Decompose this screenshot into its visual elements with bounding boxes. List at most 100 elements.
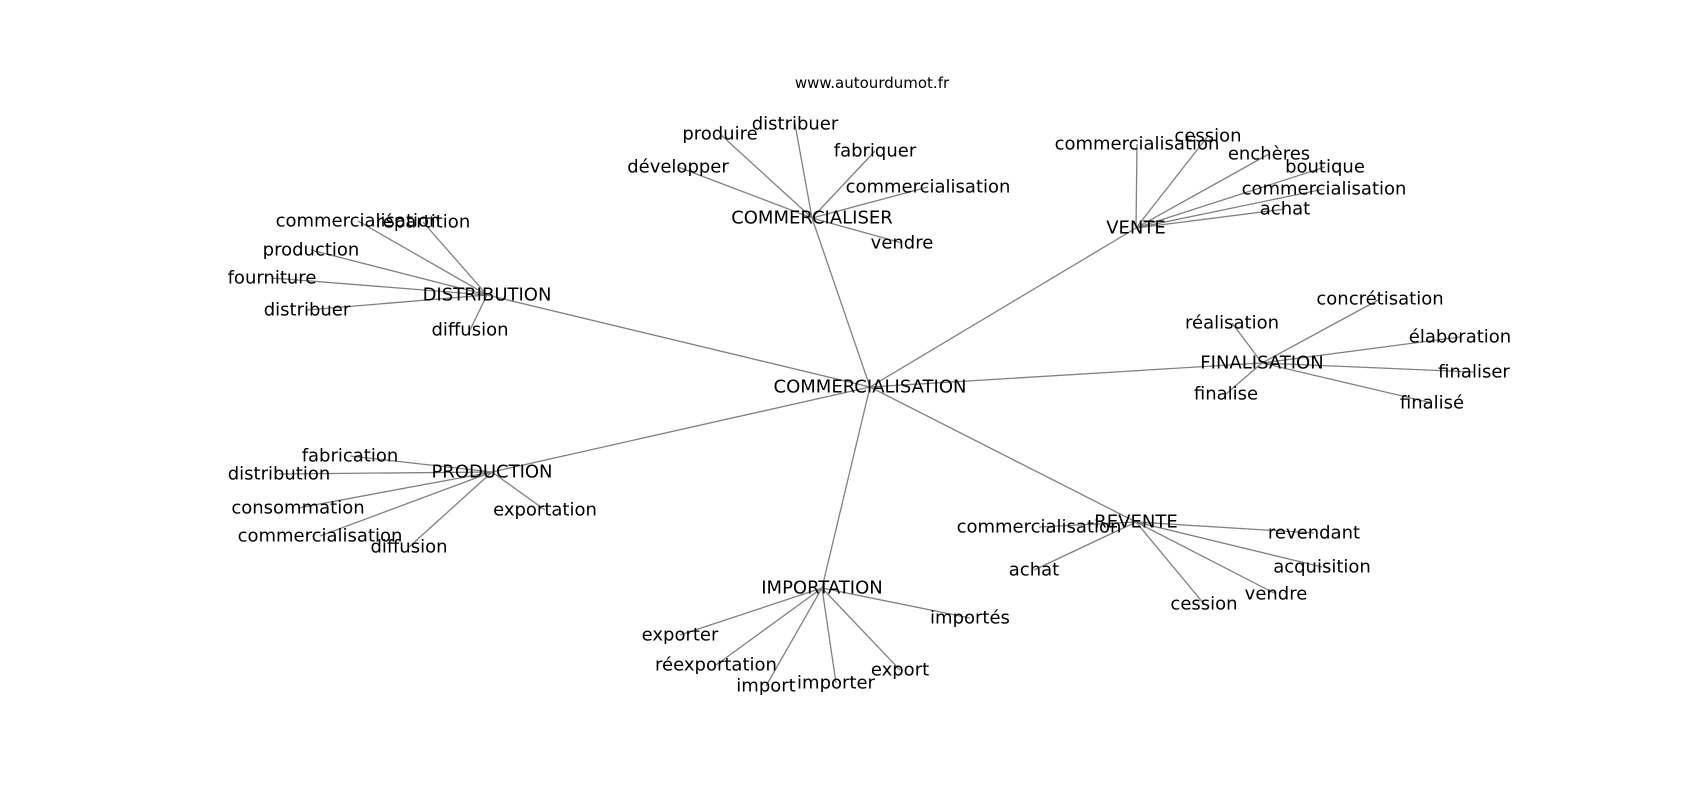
edge-center-finalisation <box>869 362 1263 388</box>
word-node[interactable]: distribuer <box>264 300 351 321</box>
word-node[interactable]: réalisation <box>1185 313 1279 334</box>
edge-center-vente <box>869 227 1137 388</box>
edge-vente-5 <box>1135 208 1286 229</box>
edge-revente-0 <box>1038 521 1137 528</box>
word-node[interactable]: commercialisation <box>957 517 1122 538</box>
edge-importation-3 <box>821 587 901 671</box>
edge-finalisation-0 <box>1261 298 1381 364</box>
edge-commercialiser-1 <box>794 123 813 219</box>
word-node[interactable]: achat <box>1009 560 1059 581</box>
word-node[interactable]: boutique <box>1285 157 1365 178</box>
word-node[interactable]: import <box>736 676 795 697</box>
word-node[interactable]: finaliser <box>1438 362 1510 383</box>
word-node[interactable]: diffusion <box>370 537 447 558</box>
word-node[interactable]: réexportation <box>655 655 777 676</box>
edge-finalisation-1 <box>1231 322 1263 364</box>
hub-node-importation[interactable]: IMPORTATION <box>761 578 883 599</box>
word-node[interactable]: production <box>263 240 360 261</box>
edge-importation-5 <box>821 587 837 684</box>
edge-importation-1 <box>821 587 971 619</box>
edge-revente-3 <box>1135 521 1323 568</box>
hub-node-commercialiser[interactable]: COMMERCIALISER <box>731 208 893 229</box>
edge-commercialiser-4 <box>811 186 929 219</box>
edge-production-2 <box>297 471 493 509</box>
graph-edges <box>271 123 1475 687</box>
word-node[interactable]: concrétisation <box>1316 289 1443 310</box>
edge-center-distribution <box>486 294 871 388</box>
word-node[interactable]: finalisé <box>1400 393 1464 414</box>
edge-center-revente <box>869 386 1137 523</box>
edge-center-importation <box>821 386 871 589</box>
edge-distribution-1 <box>422 221 488 296</box>
word-node[interactable]: finalise <box>1194 384 1258 405</box>
edge-distribution-5 <box>469 294 488 331</box>
word-node[interactable]: commercialisation <box>238 526 403 547</box>
word-node[interactable]: consommation <box>231 498 364 519</box>
edge-finalisation-5 <box>1261 362 1433 404</box>
word-node[interactable]: élaboration <box>1409 327 1511 348</box>
word-node[interactable]: vendre <box>1245 584 1308 605</box>
edge-importation-2 <box>715 587 823 666</box>
edge-vente-0 <box>1135 143 1138 229</box>
word-node[interactable]: répartition <box>376 212 470 233</box>
word-node[interactable]: commercialisation <box>1242 179 1407 200</box>
site-url[interactable]: www.autourdumot.fr <box>795 74 950 92</box>
word-node[interactable]: enchères <box>1228 144 1310 165</box>
edge-finalisation-4 <box>1225 362 1263 395</box>
word-node[interactable]: diffusion <box>431 320 508 341</box>
word-node[interactable]: produire <box>682 124 757 145</box>
edge-distribution-2 <box>310 249 488 296</box>
edge-production-4 <box>319 471 493 537</box>
edge-finalisation-3 <box>1261 362 1475 373</box>
word-node[interactable]: distribuer <box>752 114 839 135</box>
edge-revente-1 <box>1135 521 1315 534</box>
edge-commercialiser-5 <box>811 217 903 244</box>
word-node[interactable]: commercialisation <box>846 177 1011 198</box>
word-node[interactable]: développer <box>627 157 729 178</box>
edge-vente-1 <box>1135 135 1209 229</box>
edge-vente-4 <box>1135 188 1325 229</box>
edge-vente-2 <box>1135 153 1270 229</box>
edge-distribution-0 <box>357 220 488 296</box>
graph-labels: www.autourdumot.fr produiredistribuerfab… <box>228 74 1512 697</box>
word-node[interactable]: export <box>871 660 929 681</box>
hub-node-production[interactable]: PRODUCTION <box>431 462 552 483</box>
word-node[interactable]: commercialisation <box>1055 134 1220 155</box>
edge-importation-4 <box>765 587 823 687</box>
word-node[interactable]: commercialisation <box>276 211 441 232</box>
word-node[interactable]: importés <box>930 608 1010 629</box>
word-node[interactable]: cession <box>1170 594 1237 615</box>
edge-revente-2 <box>1033 521 1137 571</box>
word-node[interactable]: fabriquer <box>834 141 917 162</box>
edge-finalisation-2 <box>1261 336 1461 364</box>
word-node[interactable]: distribution <box>228 464 331 485</box>
word-node[interactable]: vendre <box>871 233 934 254</box>
word-node[interactable]: importer <box>797 673 876 694</box>
center-node[interactable]: COMMERCIALISATION <box>774 377 967 398</box>
word-node[interactable]: revendant <box>1268 523 1360 544</box>
edge-production-3 <box>491 471 546 511</box>
word-node[interactable]: achat <box>1260 199 1310 220</box>
word-node[interactable]: exporter <box>642 625 719 646</box>
word-node[interactable]: cession <box>1174 126 1241 147</box>
hub-node-distribution[interactable]: DISTRIBUTION <box>423 285 552 306</box>
word-node[interactable]: fourniture <box>228 268 317 289</box>
edge-production-0 <box>349 455 493 473</box>
word-node[interactable]: exportation <box>493 500 597 521</box>
edge-commercialiser-3 <box>677 166 813 219</box>
edge-production-1 <box>278 471 493 475</box>
edge-distribution-4 <box>306 294 488 311</box>
edge-production-5 <box>408 471 493 548</box>
edge-distribution-3 <box>271 277 488 296</box>
edge-commercialiser-2 <box>811 150 876 219</box>
hub-node-vente[interactable]: VENTE <box>1106 218 1166 239</box>
hub-node-revente[interactable]: REVENTE <box>1094 512 1177 533</box>
word-node[interactable]: acquisition <box>1273 557 1371 578</box>
word-node[interactable]: fabrication <box>302 446 399 467</box>
edge-center-production <box>491 386 871 473</box>
edge-revente-4 <box>1135 521 1277 595</box>
hub-node-finalisation[interactable]: FINALISATION <box>1200 353 1323 374</box>
edge-importation-0 <box>679 587 823 636</box>
edge-vente-3 <box>1135 166 1326 229</box>
edge-center-commercialiser <box>811 217 871 388</box>
